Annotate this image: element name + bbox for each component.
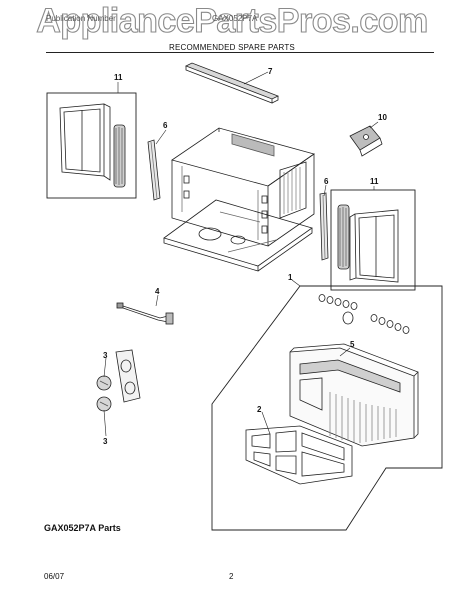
page-number: 2 bbox=[229, 572, 234, 581]
callout-11-left: 11 bbox=[114, 73, 123, 82]
part-6-left-gasket bbox=[147, 139, 161, 201]
page-subtitle: RECOMMENDED SPARE PARTS bbox=[169, 43, 295, 52]
callout-4: 4 bbox=[155, 287, 160, 296]
part-11-left-curtain bbox=[46, 92, 137, 199]
part-2-air-filter bbox=[245, 425, 353, 485]
part-1-front-assembly-frame bbox=[211, 285, 443, 531]
part-11-right-curtain bbox=[330, 189, 416, 291]
callout-6-right: 6 bbox=[324, 177, 329, 186]
callout-2: 2 bbox=[257, 405, 262, 414]
callout-numbers: 11 6 7 10 6 11 1 4 3 3 5 2 bbox=[103, 67, 387, 446]
callout-6-left: 6 bbox=[163, 121, 168, 130]
part-4-power-cord bbox=[116, 302, 174, 325]
callout-leaders bbox=[103, 71, 379, 437]
callout-7: 7 bbox=[268, 67, 273, 76]
diagram-title: GAX052P7A Parts bbox=[44, 523, 121, 533]
part-5-front-grille bbox=[289, 343, 419, 447]
base-pan bbox=[163, 199, 313, 272]
callout-3-bottom: 3 bbox=[103, 437, 108, 446]
header-publication: Publication Number bbox=[46, 14, 116, 23]
callout-5: 5 bbox=[350, 340, 355, 349]
header-rule bbox=[46, 52, 434, 53]
part-10-bracket bbox=[349, 125, 383, 157]
part-3-control-knobs bbox=[96, 349, 141, 412]
watermark-logo: AppliancePartsPros.com bbox=[36, 1, 429, 40]
footer-date: 06/07 bbox=[44, 572, 65, 581]
part-6-right-gasket bbox=[319, 192, 329, 261]
callout-10: 10 bbox=[378, 113, 387, 122]
callout-11-right: 11 bbox=[370, 177, 379, 186]
callout-3-top: 3 bbox=[103, 351, 108, 360]
callout-1: 1 bbox=[288, 273, 293, 282]
cabinet-wrapper bbox=[171, 127, 315, 247]
header-model: GAX052P7A bbox=[212, 14, 258, 23]
part-7-top-rail bbox=[185, 62, 279, 104]
